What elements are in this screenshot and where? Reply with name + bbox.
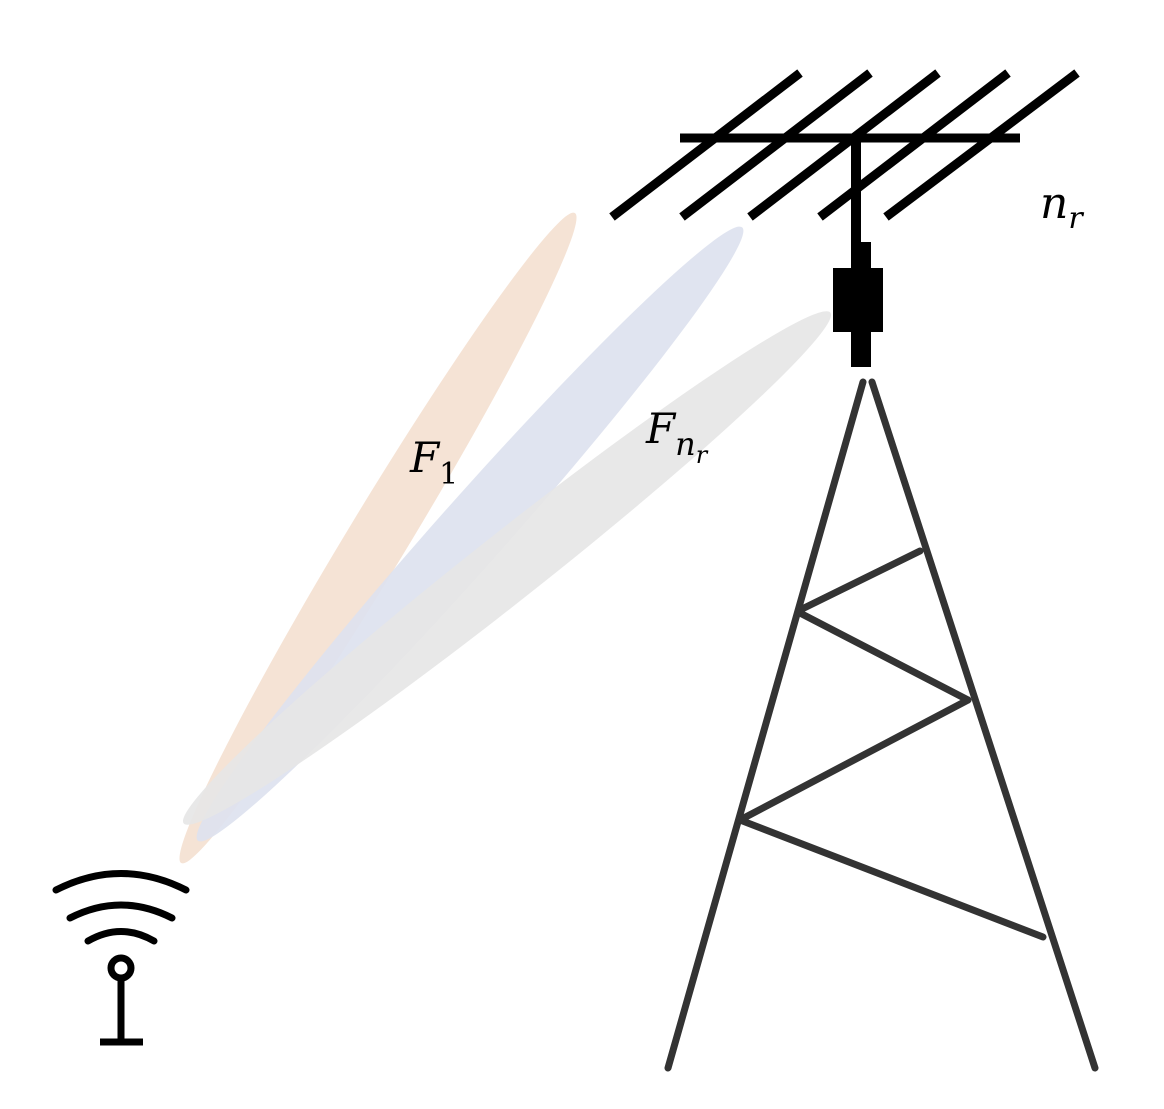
- beam-1: [179, 212, 577, 864]
- beam-last-label: Fnr: [645, 404, 709, 469]
- lattice-tower-icon: [664, 378, 1099, 1072]
- beams-group: [179, 212, 832, 864]
- yagi-antenna-icon: [609, 69, 1080, 367]
- antenna-count-subscript: r: [1068, 201, 1084, 236]
- beam-last-subscript: n: [675, 425, 696, 463]
- wireless-transmitter-icon: [52, 870, 190, 1046]
- beam-first-label: F1: [409, 433, 458, 492]
- beam-first-subscript: 1: [439, 457, 458, 492]
- beam-nr: [182, 311, 832, 825]
- beam-last-subsubscript: r: [696, 441, 709, 469]
- antenna-count-label: nr: [1040, 178, 1084, 236]
